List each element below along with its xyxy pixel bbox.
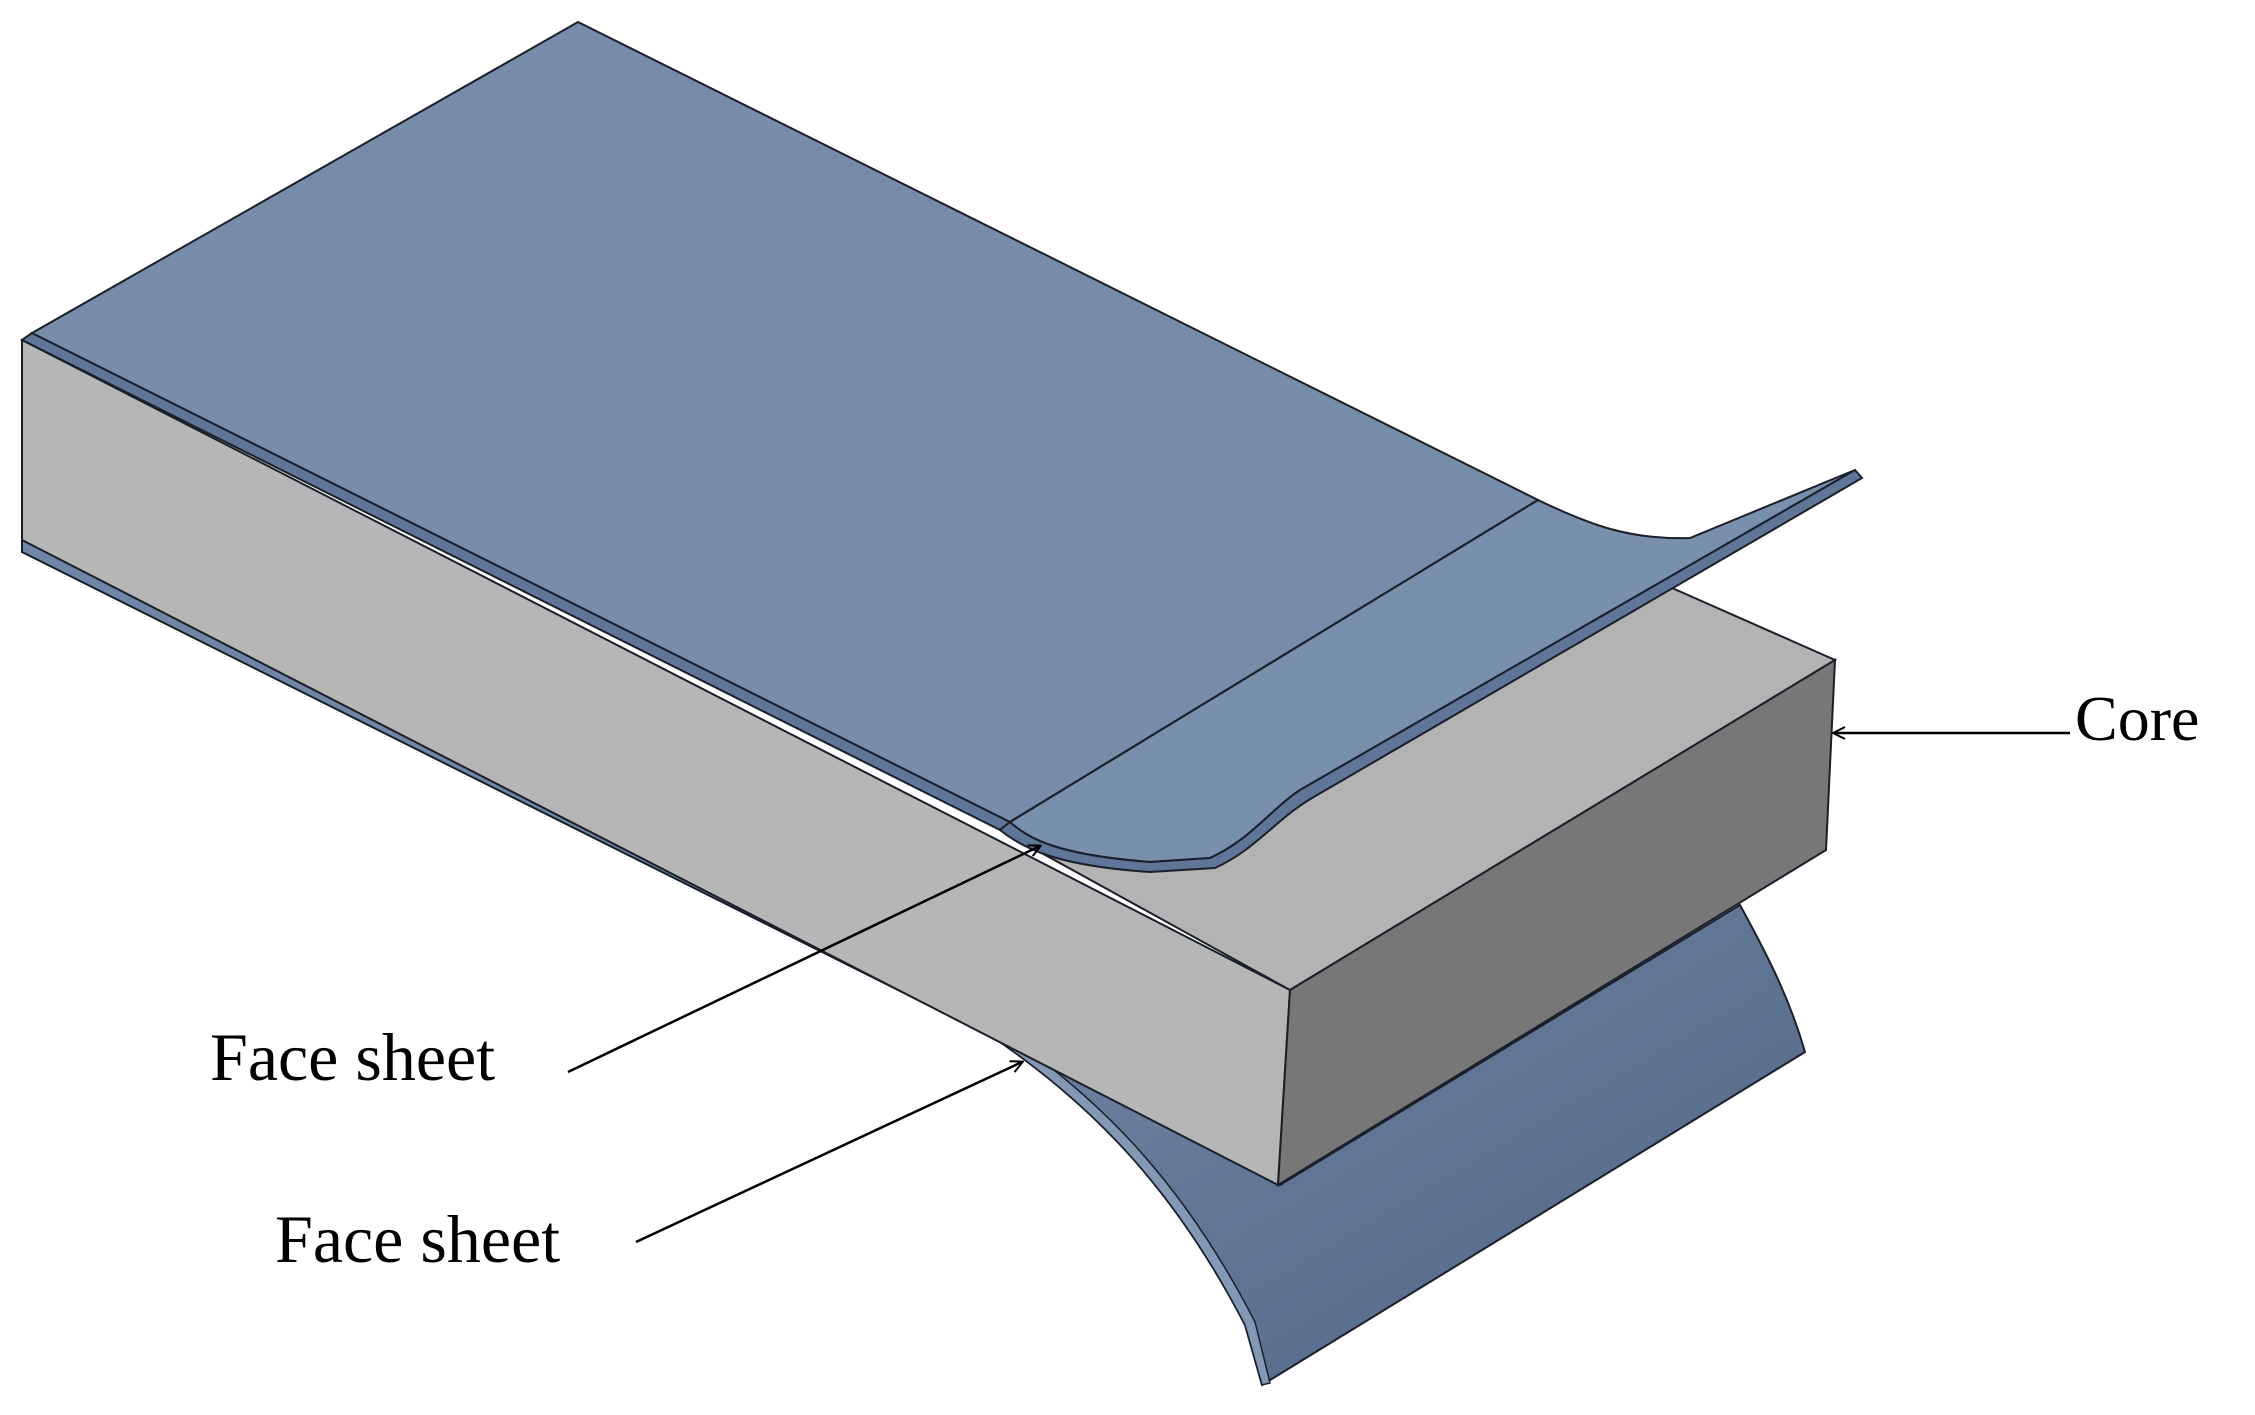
top-face-sheet-crease xyxy=(1009,499,1539,823)
top-face-sheet-curl-edge xyxy=(998,468,1864,874)
face-sheet-top-arrow xyxy=(567,846,1040,1074)
bottom-face-sheet-lip xyxy=(988,1029,1271,1386)
face-sheet-top-label: Face sheet xyxy=(210,1019,495,1095)
core-label: Core xyxy=(2075,683,2199,754)
face-sheet-bottom-arrow xyxy=(635,1062,1022,1244)
core-end-face xyxy=(1276,658,1837,1187)
face-sheet-bottom-label: Face sheet xyxy=(275,1201,560,1277)
